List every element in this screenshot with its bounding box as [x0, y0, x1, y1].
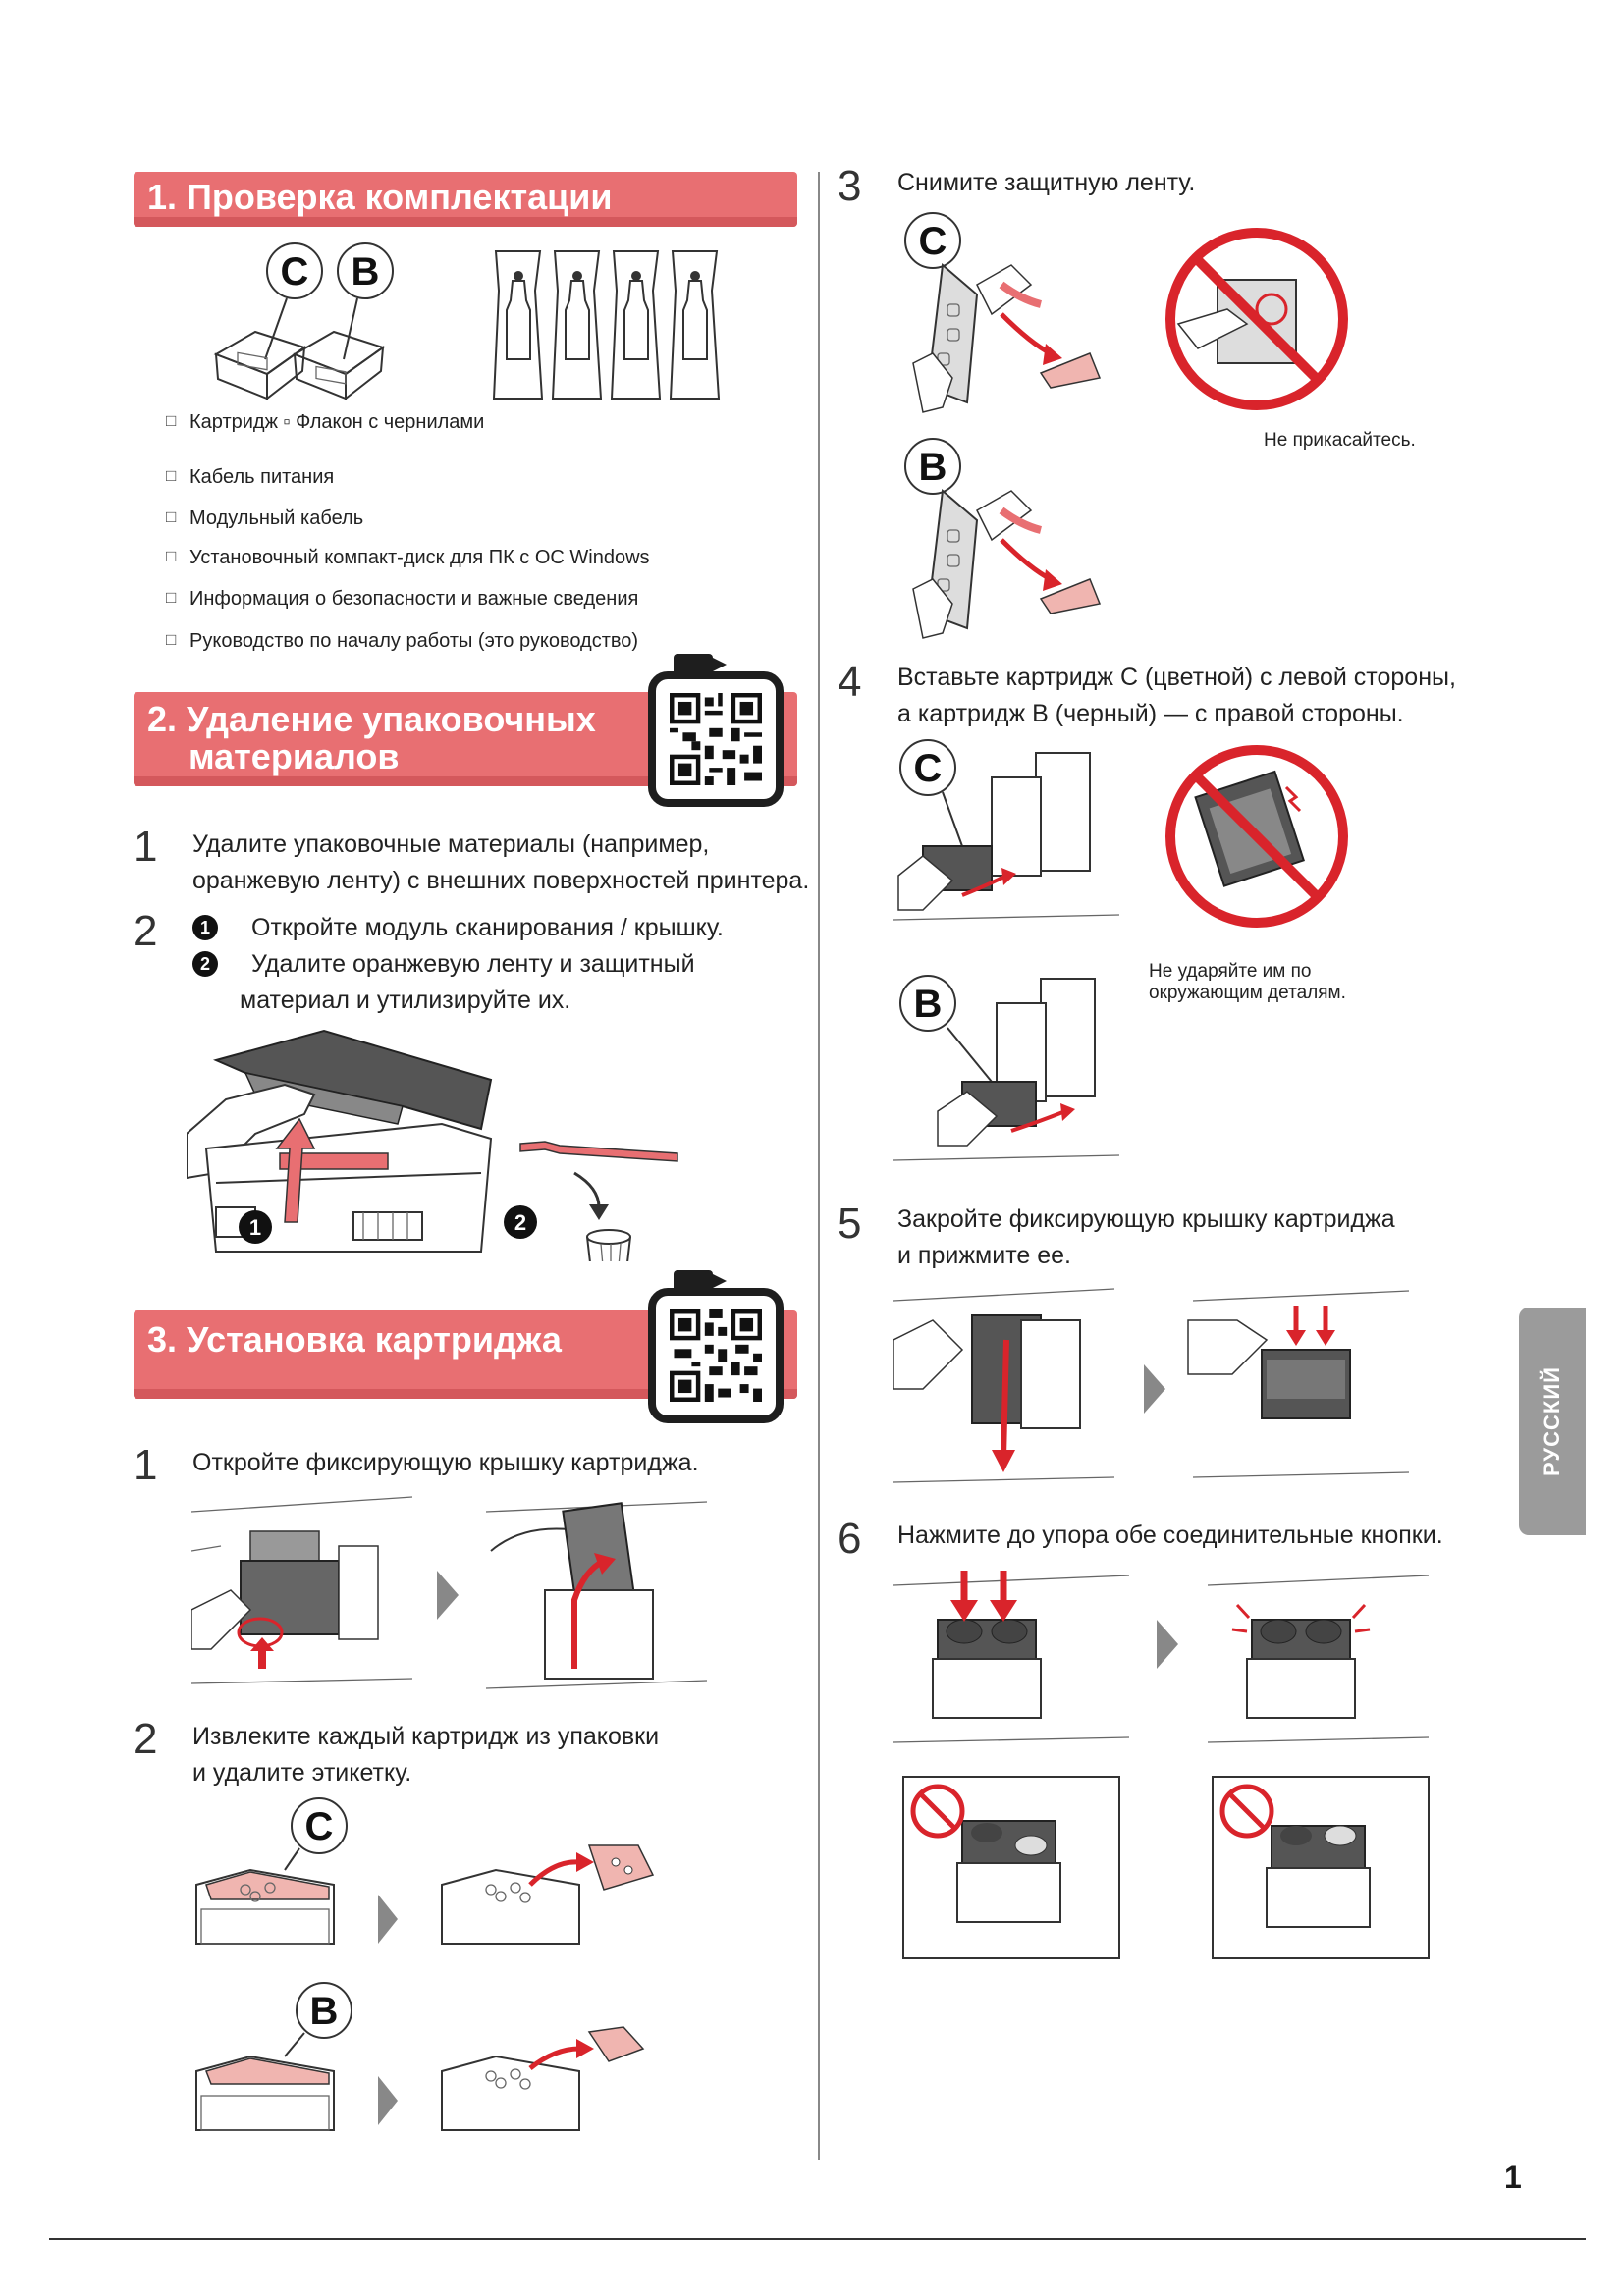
page-number: 1: [1504, 2160, 1522, 2196]
contents-item-setup-cd: Установочный компакт-диск для ПК с ОС Wi…: [189, 547, 650, 569]
do-not-touch-caption: Не прикасайтесь.: [1264, 429, 1416, 452]
column-divider: [818, 172, 820, 2160]
language-tab-label: РУССКИЙ: [1540, 1366, 1565, 1476]
section-2-step-2-sub2-line2: материал и утилизируйте их.: [240, 983, 570, 1019]
right-step-5-line2: и прижмите ее.: [897, 1238, 1071, 1274]
do-not-hit-caption-line2: окружающим деталям.: [1149, 982, 1346, 1004]
right-step-4-number: 4: [838, 658, 861, 707]
right-step-3-number: 3: [838, 162, 861, 211]
contents-item-power-cable: Кабель питания: [189, 466, 334, 489]
section-2-step-2-sub2-line1: Удалите оранжевую ленту и защитный: [251, 950, 695, 978]
ink-bottles-drawing: [494, 251, 719, 399]
qr-code-icon: [670, 1309, 762, 1402]
cartridge-c-drawing: [216, 332, 304, 399]
right-step-4-line2: а картридж B (черный) — с правой стороны…: [897, 696, 1404, 732]
contents-item-cartridge-ink: Картридж ▫ Флакон с чернилами: [189, 411, 484, 434]
section-2-video-qr-code[interactable]: [648, 671, 784, 807]
cartridge-b-drawing: [295, 332, 383, 399]
printer-open-scanner-illustration: 1 2: [187, 1026, 697, 1261]
svg-text:C: C: [914, 747, 943, 790]
section-3-step-2-line1: Извлеките каждый картридж из упаковки: [192, 1719, 659, 1755]
section-2-step-2-sub2: 2 Удалите оранжевую ленту и защитный: [192, 946, 695, 983]
svg-text:C: C: [919, 220, 947, 263]
section-3-title: 3. Установка картриджа: [147, 1320, 562, 1360]
right-step-6-number: 6: [838, 1515, 861, 1564]
contents-item-safety-info: Информация о безопасности и важные сведе…: [189, 588, 638, 611]
press-joint-buttons-illustration: [893, 1561, 1438, 1973]
video-camera-icon: [674, 654, 713, 675]
right-step-3-text: Снимите защитную ленту.: [897, 165, 1195, 201]
section-1-title: 1. Проверка комплектации: [147, 178, 613, 217]
language-tab: РУССКИЙ: [1519, 1308, 1586, 1535]
svg-text:B: B: [914, 983, 943, 1026]
right-step-5-line1: Закройте фиксирующую крышку картриджа: [897, 1201, 1395, 1238]
section-2-step-1-line1: Удалите упаковочные материалы (например,: [192, 827, 709, 863]
svg-text:C: C: [305, 1805, 334, 1848]
section-2-title-line1: 2. Удаление упаковочных: [147, 700, 596, 739]
qr-code-icon: [670, 693, 762, 785]
section-3-step-2-line2: и удалите этикетку.: [192, 1755, 411, 1791]
do-not-hit-caption-line1: Не ударяйте им по: [1149, 960, 1312, 983]
section-2-step-2-sub1-text: Откройте модуль сканирования / крышку.: [251, 914, 724, 941]
open-holder-cover-illustration: [191, 1492, 707, 1698]
label-b: B: [352, 250, 380, 294]
section-3-step-1-number: 1: [134, 1441, 157, 1490]
section-2-step-1-line2: оранжевую ленту) с внешних поверхностей …: [192, 863, 809, 899]
section-2-step-2-number: 2: [134, 907, 157, 956]
section-2-step-1-number: 1: [134, 823, 157, 872]
video-camera-icon: [674, 1270, 713, 1292]
marker-1: 1: [192, 915, 218, 940]
right-step-5-number: 5: [838, 1200, 861, 1249]
right-step-4-line1: Вставьте картридж C (цветной) с левой ст…: [897, 660, 1456, 696]
remove-label-illustration: C B: [191, 1791, 702, 2150]
svg-text:1: 1: [249, 1215, 261, 1240]
label-c: C: [281, 250, 309, 294]
marker-2: 2: [192, 951, 218, 977]
section-2-step-2-sub1: 1 Откройте модуль сканирования / крышку.: [192, 910, 724, 946]
svg-text:2: 2: [514, 1210, 526, 1235]
contents-item-modular-cable: Модульный кабель: [189, 507, 363, 530]
close-holder-cover-illustration: [893, 1281, 1419, 1497]
package-contents-illustration: C B: [196, 232, 746, 408]
contents-item-getting-started: Руководство по началу работы (это руково…: [189, 630, 638, 653]
svg-text:B: B: [919, 446, 947, 489]
right-step-6-text: Нажмите до упора обе соединительные кноп…: [897, 1518, 1443, 1554]
section-1-banner: 1. Проверка комплектации: [134, 172, 797, 227]
section-2-title-line2: материалов: [189, 737, 400, 776]
section-3-video-qr-code[interactable]: [648, 1288, 784, 1423]
svg-text:B: B: [310, 1990, 339, 2033]
bottom-rule: [49, 2238, 1586, 2240]
section-3-step-1-text: Откройте фиксирующую крышку картриджа.: [192, 1445, 699, 1481]
section-3-step-2-number: 2: [134, 1715, 157, 1764]
